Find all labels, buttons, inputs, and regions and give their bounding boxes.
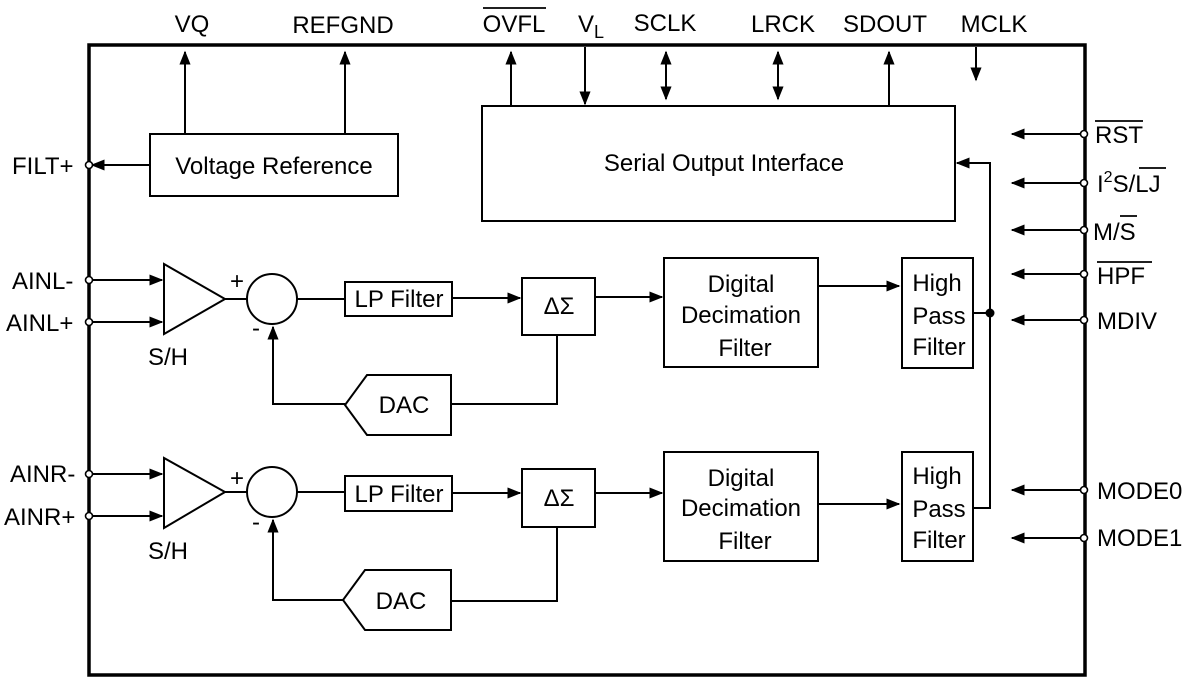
left-sample-hold	[163, 262, 228, 336]
i2s-lj-pin	[1079, 178, 1089, 188]
left-dac-feedback-wire	[267, 325, 345, 405]
mclk-label: MCLK	[961, 11, 1028, 38]
mode0-pin	[1079, 485, 1089, 495]
left-sum-minus: -	[252, 315, 260, 342]
left-dac-label: DAC	[379, 392, 430, 419]
hpf-pin	[1079, 269, 1089, 279]
vl-label: VL	[578, 11, 604, 42]
right-dac-block	[341, 569, 452, 631]
sdout-label: SDOUT	[843, 11, 927, 38]
left-dac-block	[343, 374, 452, 436]
mdiv-label: MDIV	[1097, 308, 1157, 335]
right-decimation-line3: Filter	[718, 528, 771, 555]
right-hpf-block	[901, 451, 974, 562]
left-delta-sigma-block	[521, 277, 596, 336]
serial-output-interface-label: Serial Output Interface	[604, 150, 844, 177]
left-decimation-block	[663, 257, 819, 368]
sclk-label: SCLK	[634, 10, 697, 37]
right-sample-hold	[163, 456, 228, 530]
left-hpf-line1: High	[912, 270, 961, 297]
data-bus	[955, 157, 991, 509]
ainr-minus-pin	[84, 469, 94, 479]
filt-pin	[84, 160, 94, 170]
mdiv-pin	[1079, 315, 1089, 325]
right-dac-label: DAC	[376, 588, 427, 615]
right-hpf-line1: High	[912, 463, 961, 490]
bus-junction-dot	[985, 308, 995, 318]
right-decimation-line2: Decimation	[681, 495, 801, 522]
left-decimation-line2: Decimation	[681, 302, 801, 329]
ms-label: M/S	[1093, 219, 1136, 246]
left-sum-plus: +	[230, 268, 244, 295]
left-decimation-line1: Digital	[708, 271, 775, 298]
i2s-lj-label: I2S/LJ	[1097, 169, 1161, 198]
left-hpf-line2: Pass	[912, 303, 965, 330]
right-decimation-line1: Digital	[708, 465, 775, 492]
right-hpf-line3: Filter	[912, 527, 965, 554]
ainl-minus-pin	[84, 275, 94, 285]
right-lp-filter-label: LP Filter	[355, 481, 444, 508]
right-decimation-block	[663, 451, 819, 562]
mode1-pin	[1079, 533, 1089, 543]
ainl-plus-pin	[84, 317, 94, 327]
right-dac-feedback-wire	[267, 518, 343, 601]
right-hpf-line2: Pass	[912, 496, 965, 523]
left-decimation-line3: Filter	[718, 335, 771, 362]
ainr-plus-pin	[84, 511, 94, 521]
left-delta-sigma-label: ΔΣ	[544, 293, 575, 320]
rst-pin	[1079, 129, 1089, 139]
ovfl-label: OVFL	[483, 11, 546, 38]
right-sum-minus: -	[252, 509, 260, 536]
left-ds-to-dac-wire	[451, 335, 558, 405]
right-delta-sigma-label: ΔΣ	[544, 485, 575, 512]
hpf-label: HPF	[1097, 263, 1145, 290]
left-hpf-line3: Filter	[912, 334, 965, 361]
chip-outline	[87, 43, 1087, 677]
right-sh-label: S/H	[148, 538, 188, 565]
lrck-label: LRCK	[751, 11, 815, 38]
refgnd-label: REFGND	[292, 12, 393, 39]
ainl-plus-label: AINL+	[6, 310, 73, 337]
mode0-label: MODE0	[1097, 478, 1182, 505]
right-sum-plus: +	[230, 465, 244, 492]
left-hpf-block	[901, 257, 974, 369]
left-sh-label: S/H	[148, 344, 188, 371]
rst-label: RST	[1095, 122, 1143, 149]
mode1-label: MODE1	[1097, 525, 1182, 552]
serial-output-interface-block	[481, 105, 956, 222]
left-lp-filter-label: LP Filter	[355, 286, 444, 313]
filt-label: FILT+	[12, 153, 74, 180]
right-delta-sigma-block	[521, 468, 596, 528]
ainr-plus-label: AINR+	[4, 504, 75, 531]
right-ds-to-dac-wire	[451, 527, 558, 602]
voltage-reference-label: Voltage Reference	[175, 153, 372, 180]
vq-label: VQ	[175, 11, 210, 38]
ms-pin	[1079, 225, 1089, 235]
ainr-minus-label: AINR-	[10, 461, 75, 488]
ainl-minus-label: AINL-	[12, 268, 73, 295]
